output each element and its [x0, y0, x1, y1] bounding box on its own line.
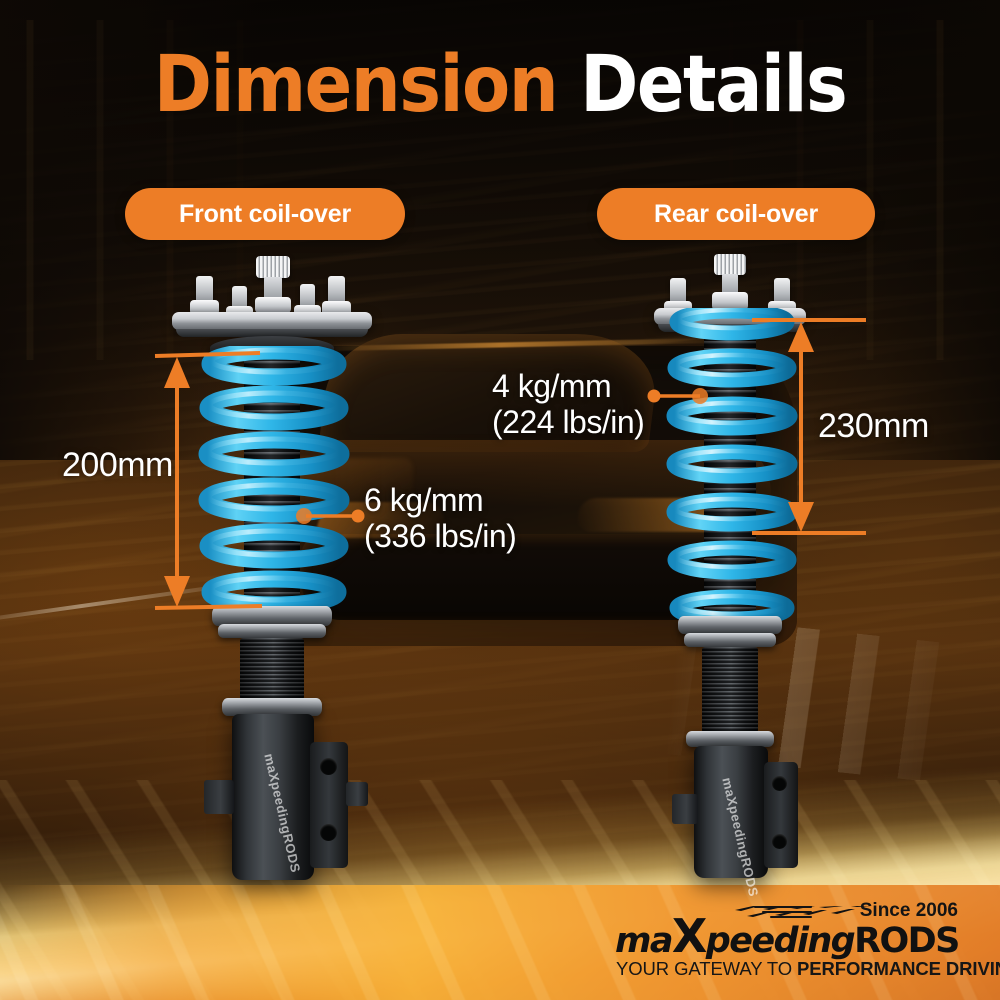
page-title-secondary: Details [557, 40, 848, 130]
rear-length-label: 230mm [818, 407, 929, 445]
abs-sensor-tab [346, 782, 368, 806]
bracket-hole-upper [320, 758, 337, 775]
rear-lower-spring-seat [678, 616, 782, 634]
front-spring-rate-imperial: (336 lbs/in) [364, 518, 517, 555]
rear-coil-spring [666, 308, 798, 627]
tagline-bold: PERFORMANCE DRIVING [797, 958, 1000, 979]
knob-neck [264, 277, 282, 299]
front-coilover-product-image: maXpeedingRODS [160, 250, 420, 880]
rear-spring-rate-metric: 4 kg/mm [492, 368, 612, 404]
logo-ma: ma [615, 921, 673, 961]
rear-shock-body-tube [694, 746, 768, 878]
front-length-label: 200mm [62, 446, 173, 484]
shock-body-tube [232, 714, 314, 880]
logo-bar-background [0, 885, 1000, 1000]
front-coil-spring [198, 346, 350, 614]
badge-front-coilover[interactable]: Front coil-over [125, 188, 405, 240]
rear-knob-neck [722, 274, 738, 294]
bracket-hole-lower [320, 824, 337, 841]
tagline-light: YOUR GATEWAY TO [616, 958, 798, 979]
since-label: Since 2006 [859, 900, 958, 921]
badge-rear-coilover[interactable]: Rear coil-over [597, 188, 875, 240]
center-nut [255, 297, 291, 313]
rear-brake-line-tab [672, 794, 698, 824]
mount-bolt-4 [328, 276, 345, 307]
page-title-accent: Dimension [153, 40, 559, 130]
rear-locking-collar [686, 731, 774, 747]
threaded-shock-body [240, 638, 304, 700]
rear-mount-bolt-1 [670, 278, 686, 306]
rear-coilover-product-image: maXpeedingRODS [648, 250, 878, 898]
adjust-collar [218, 624, 326, 638]
mount-bolt-1-head [190, 300, 219, 315]
top-mount-plate [172, 312, 372, 330]
mount-bolt-3 [300, 284, 315, 311]
rear-bracket-hole-lower [772, 834, 787, 849]
rear-center-nut [712, 292, 748, 310]
badge-rear-coilover-label: Rear coil-over [654, 199, 818, 228]
rear-damping-adjust-knob [714, 254, 746, 275]
front-spring-rate-metric: 6 kg/mm [364, 482, 484, 518]
rear-bracket-hole-upper [772, 776, 787, 791]
rear-threaded-shock-body [702, 647, 758, 733]
rear-mount-bolt-2 [774, 278, 790, 306]
top-mount-plate-edge [176, 329, 368, 337]
brand-logo: Since 2006 maXpeedingRODS YOUR GATEWAY T… [615, 900, 1000, 988]
mount-bolt-2 [232, 286, 247, 312]
brake-line-tab [204, 780, 234, 814]
front-spring-rate-label: 6 kg/mm (336 lbs/in) [364, 482, 517, 555]
badge-front-coilover-label: Front coil-over [178, 199, 351, 228]
lower-spring-seat [212, 606, 332, 626]
logo-peeding: peeding [705, 921, 856, 961]
damping-adjust-knob [256, 256, 290, 278]
rear-adjust-collar [684, 633, 776, 647]
mount-bolt-1 [196, 276, 213, 306]
logo-x: X [671, 909, 707, 963]
brand-tagline: YOUR GATEWAY TO PERFORMANCE DRIVING [616, 958, 1000, 980]
rear-spring-rate-imperial: (224 lbs/in) [492, 404, 645, 441]
page-title: Dimension Details [0, 46, 1000, 124]
logo-wordmark: maXpeedingRODS [615, 913, 960, 961]
rear-spring-rate-label: 4 kg/mm (224 lbs/in) [492, 368, 645, 441]
speed-lines-icon [754, 906, 814, 920]
logo-bar-sheen [0, 885, 1000, 1000]
locking-collar [222, 698, 322, 716]
logo-rods: RODS [854, 921, 960, 961]
